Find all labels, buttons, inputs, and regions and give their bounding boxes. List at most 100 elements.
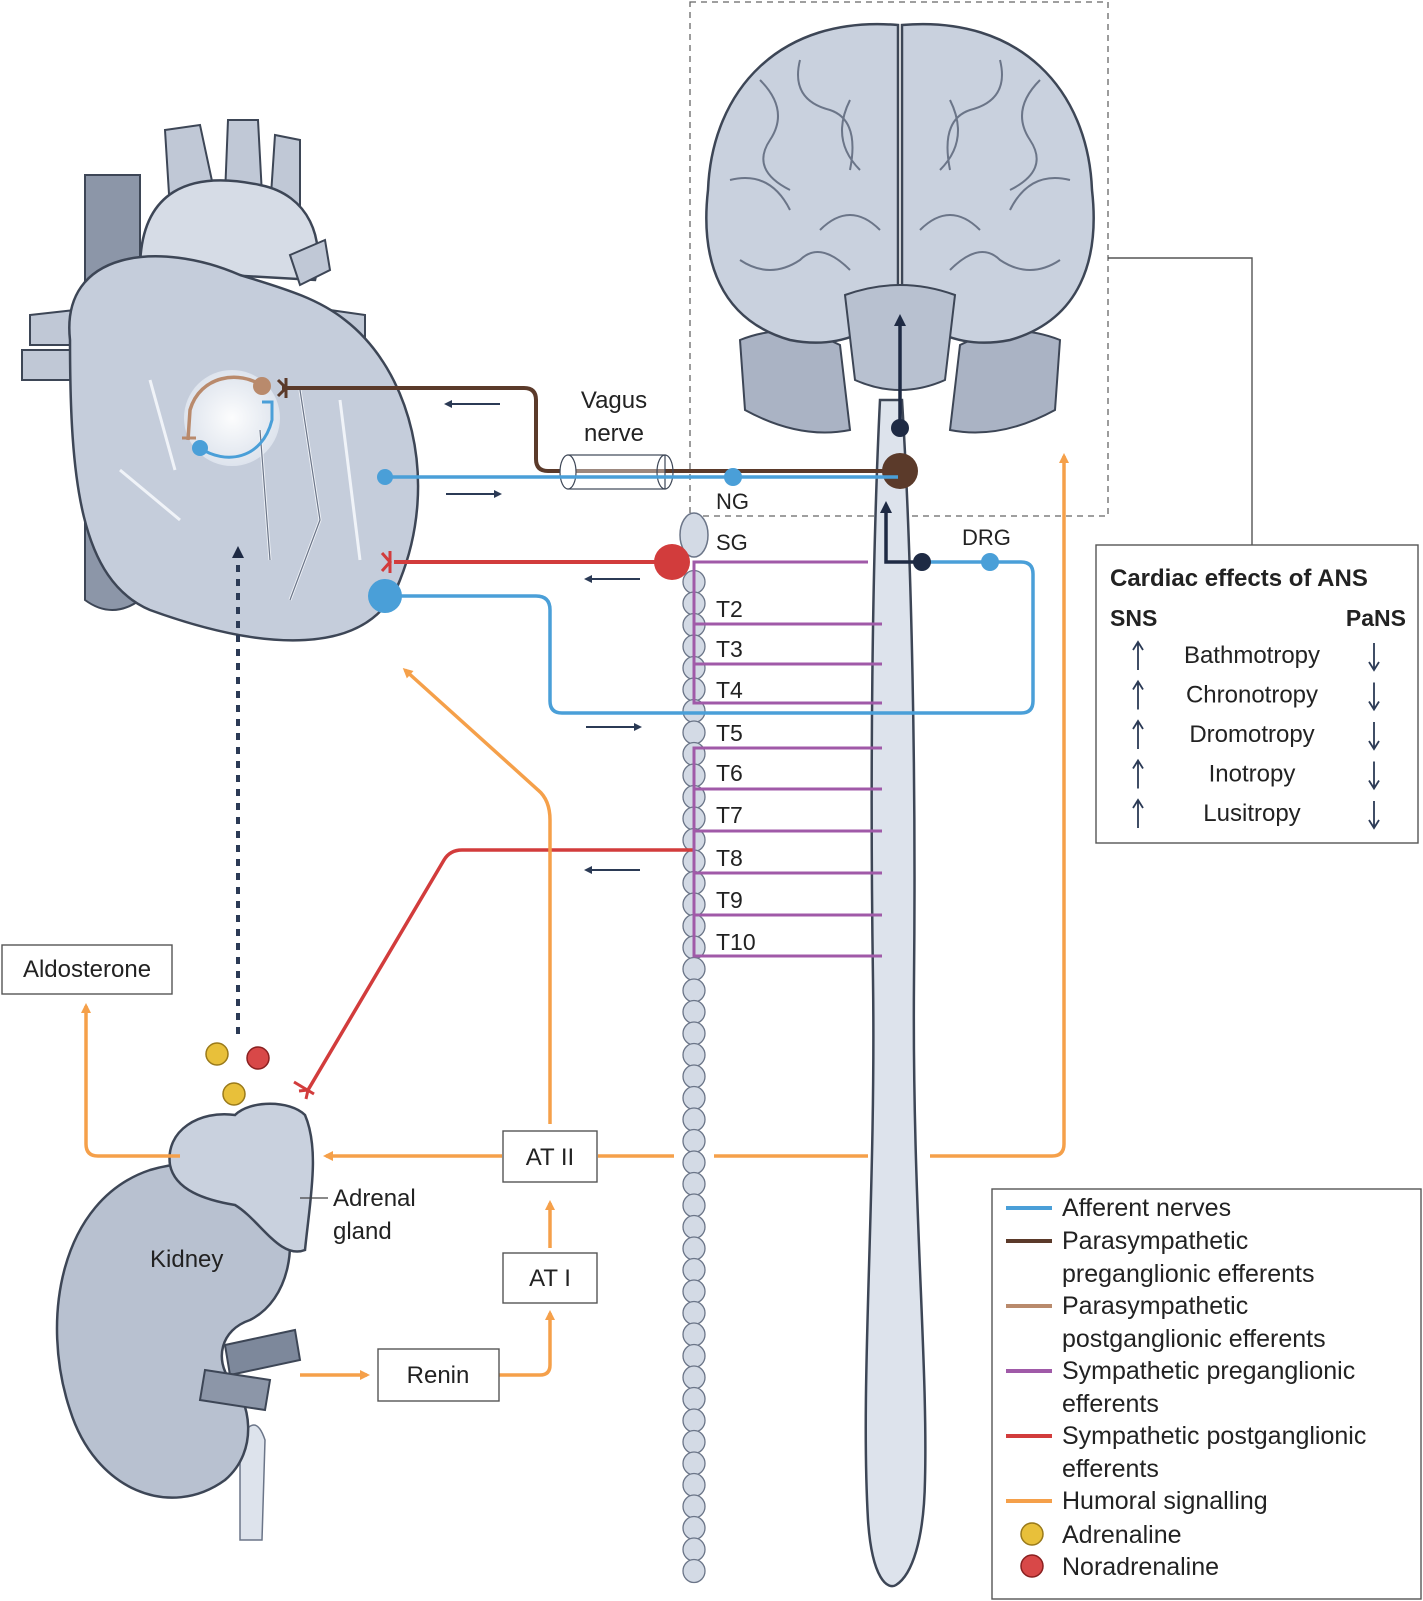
effect-label: Dromotropy [1189,721,1314,748]
legend-label: Sympathetic postganglionic [1062,1422,1366,1450]
segment-label: T4 [716,677,743,703]
segment-label: T6 [716,760,743,786]
chain-ganglion [682,999,706,1025]
segment-label: T3 [716,636,743,662]
segment-label: T9 [716,887,743,913]
nerve-pathways [81,314,1069,1380]
effects-title: Cardiac effects of ANS [1110,565,1368,592]
adrenal-label: Adrenal [333,1185,416,1212]
effect-label: Inotropy [1209,761,1296,788]
legend-label: Humoral signalling [1062,1487,1268,1515]
legend-label: Parasympathetic [1062,1227,1248,1255]
heart-illustration [21,119,420,642]
pans-decrease-arrow-icon [1368,722,1380,751]
sympathetic-postganglionic-adrenal-path [306,848,694,1091]
at2-label: AT II [526,1144,574,1171]
vagus-label: Vagus [581,387,647,414]
pans-decrease-arrow-icon [1368,801,1380,830]
chain-ganglion [682,1386,706,1412]
chain-ganglion [682,1408,706,1433]
chain-ganglion [682,1494,706,1519]
sns-increase-arrow-icon [1132,679,1144,710]
chain-ganglion [682,1171,706,1197]
chain-ganglion [682,1429,706,1455]
chain-ganglion [682,1064,706,1089]
chain-ganglion [682,1107,706,1132]
kidney-label: Kidney [150,1246,223,1273]
pans-decrease-arrow-icon [1368,761,1380,791]
chain-ganglion [682,1558,706,1584]
effects-sns-heading: SNS [1110,605,1157,631]
segment-label: T2 [716,596,743,622]
sns-increase-arrow-icon [1132,719,1144,749]
chain-ganglion [682,1365,706,1390]
effects-connector-line [1108,257,1253,545]
at2-box: AT II [502,1130,598,1183]
legend-label: Parasympathetic [1062,1292,1248,1320]
legend-label: Afferent nerves [1062,1194,1231,1222]
aldosterone-label: Aldosterone [23,956,151,983]
chain-ganglion [682,978,706,1003]
legend-label: postganglionic efferents [1062,1325,1326,1353]
chain-ganglion [682,1042,706,1068]
legend-label: Noradrenaline [1062,1553,1219,1581]
noradrenaline-dot [246,1046,270,1070]
chain-ganglion [682,1085,706,1111]
pans-decrease-arrow-icon [1368,682,1380,712]
chain-ganglion [682,720,706,745]
chain-ganglion [682,1214,706,1240]
ascending-central-path [880,501,922,564]
chain-ganglion [682,1128,706,1154]
legend-label: preganglionic efferents [1062,1260,1315,1288]
chain-ganglion [682,1515,706,1541]
sg-label: SG [716,530,748,555]
at1-box: AT I [502,1252,598,1304]
sns-increase-arrow-icon [1132,640,1144,670]
chain-ganglion [682,1300,706,1326]
parasympathetic-preganglionic-path [282,386,898,473]
chain-ganglion [682,1150,706,1175]
chain-ganglion [682,1279,706,1304]
kidney-illustration [55,1102,315,1541]
legend-adrenaline-icon [1020,1522,1044,1546]
gland-label: gland [333,1218,392,1245]
legend-label: efferents [1062,1455,1159,1483]
segment-label: T7 [716,802,743,828]
segment-label: T5 [716,720,743,746]
effect-label: Bathmotropy [1184,642,1320,669]
sympathetic-chain [679,512,709,1584]
adrenaline-dot [222,1082,246,1106]
sympathetic-preganglionic-paths [692,560,882,958]
direction-arrows [444,400,642,874]
parasympathetic-postganglionic-path [186,375,264,441]
at1-label: AT I [529,1265,571,1292]
brain-illustration [689,1,1109,517]
chain-ganglion [682,1257,706,1283]
sns-increase-arrow-icon [1132,798,1144,828]
spinal-cord [864,398,927,1588]
afferent-spinal-path [385,560,1035,715]
effect-label: Chronotropy [1186,682,1318,709]
renin-label: Renin [407,1362,470,1389]
pans-decrease-arrow-icon [1368,643,1380,672]
adrenaline-dot [205,1042,229,1066]
effect-label: Lusitropy [1203,800,1300,827]
chain-ganglion [682,1021,706,1046]
chain-ganglion [682,1451,706,1476]
vagus-nerve-cylinder [559,454,674,490]
legend-label: Adrenaline [1062,1521,1182,1549]
drg-label: DRG [962,525,1011,550]
renin-box: Renin [377,1348,500,1402]
sns-increase-arrow-icon [1132,758,1144,789]
ng-label: NG [716,489,749,514]
chain-ganglion [682,1193,706,1218]
diagram-labels: Vagus nerve NG SG DRG T2T3T4T5T6T7T8T9T1… [150,387,1011,1273]
vagal-nucleus-dot [882,453,918,489]
effects-pans-heading: PaNS [1346,605,1406,631]
chain-ganglion [682,956,706,982]
nerve-label: nerve [584,420,644,447]
